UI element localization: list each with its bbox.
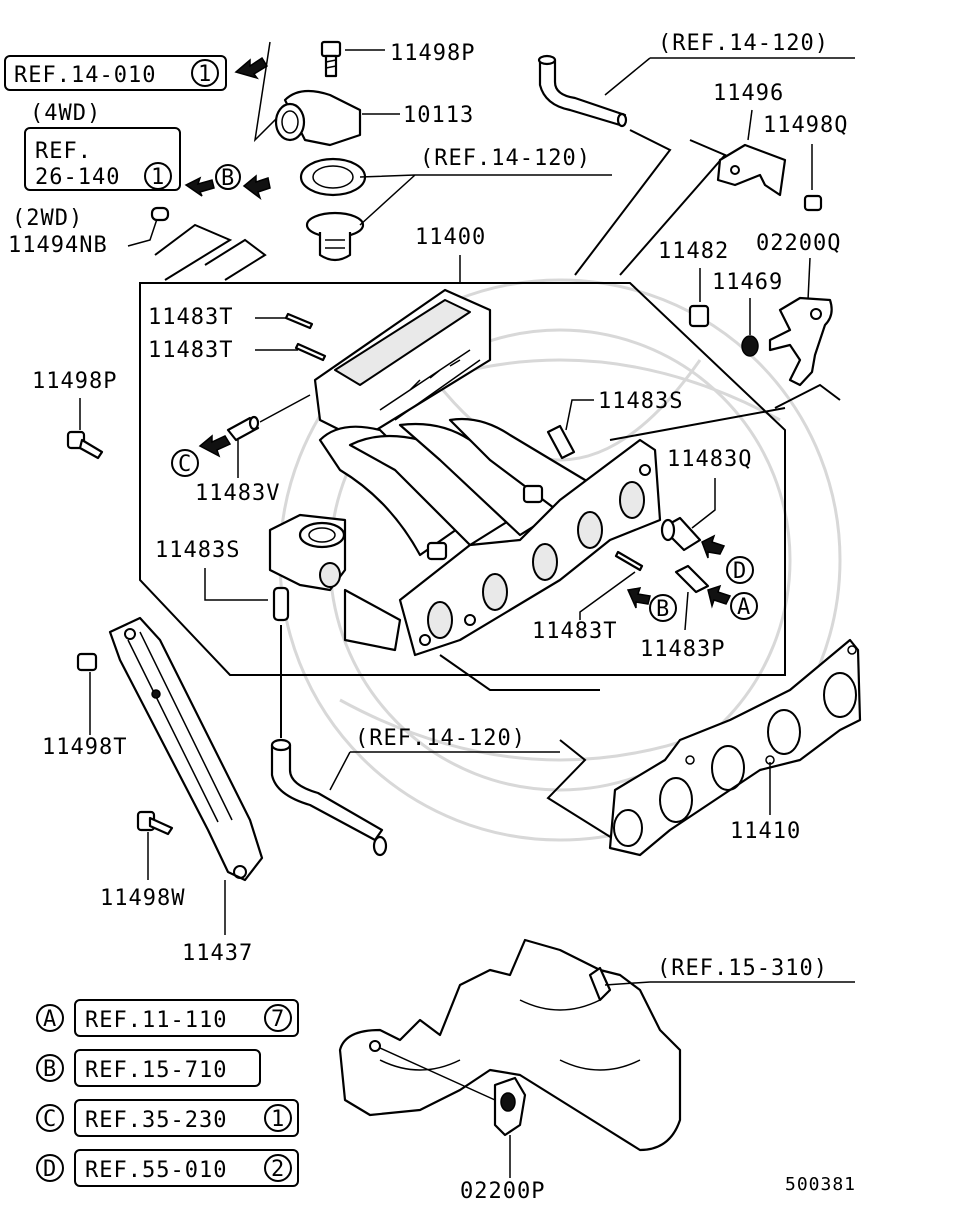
ref-box-14-010[interactable]: REF.14-010 1 [4, 55, 227, 91]
callout-11400: 11400 [415, 225, 486, 250]
bracket-02200Q [768, 296, 833, 387]
svg-text:26-140: 26-140 [35, 165, 120, 190]
marker-c: C [171, 449, 199, 477]
svg-text:C: C [178, 452, 192, 477]
bolt-11498T [76, 652, 98, 672]
svg-text:D: D [733, 559, 747, 584]
callout-02200Q: 02200Q [756, 231, 841, 256]
svg-text:2: 2 [271, 1157, 285, 1182]
diagram-code: 500381 [785, 1174, 856, 1195]
svg-text:7: 7 [271, 1007, 285, 1032]
svg-text:A: A [737, 595, 751, 620]
svg-text:C: C [43, 1107, 57, 1132]
marker-b-top: B [215, 164, 241, 191]
callout-11496: 11496 [713, 81, 784, 106]
svg-text:D: D [43, 1157, 57, 1182]
exhaust-manifold [338, 938, 682, 1152]
callout-11437: 11437 [182, 941, 253, 966]
callout-11483S-a: 11483S [598, 389, 683, 414]
svg-text:1: 1 [151, 165, 165, 190]
bolt-11498Q [803, 194, 823, 212]
callout-ref-15-310: (REF.15-310) [657, 956, 828, 981]
svg-text:A: A [43, 1007, 57, 1032]
legend-row-b[interactable]: B REF.15-710 [36, 1049, 261, 1087]
callout-02200P: 02200P [460, 1179, 545, 1204]
pipe-11483P [674, 564, 710, 594]
water-hose-top [537, 54, 628, 128]
bolt-11498W [136, 810, 174, 836]
marker-a: A [730, 592, 758, 620]
svg-text:REF.35-230: REF.35-230 [85, 1108, 227, 1133]
svg-text:REF.15-710: REF.15-710 [85, 1058, 227, 1083]
callout-11483Q: 11483Q [667, 447, 752, 472]
callout-11483V: 11483V [195, 481, 280, 506]
ref-box-26-140[interactable]: REF. 26-140 1 [24, 127, 181, 191]
pipe-11483Q [660, 516, 702, 552]
washer-11469 [741, 335, 759, 357]
bolt-11498P-top [320, 40, 342, 78]
pipe-11483S-b [272, 586, 290, 622]
water-outlet-10113 [274, 89, 362, 147]
callout-11483S-b: 11483S [155, 538, 240, 563]
callout-11483T-a: 11483T [148, 305, 233, 330]
arrow-icon [234, 56, 269, 80]
svg-text:B: B [221, 166, 235, 191]
marker-b-mid: B [649, 594, 677, 622]
callout-11469: 11469 [712, 270, 783, 295]
callout-ref-14-120-top: (REF.14-120) [658, 31, 829, 56]
legend-row-d[interactable]: D REF.55-010 2 [36, 1149, 299, 1187]
callout-11494NB: 11494NB [8, 233, 108, 258]
gasket-thermostat [299, 157, 367, 197]
arrow-icon [184, 176, 215, 197]
callout-11483P: 11483P [640, 637, 725, 662]
svg-text:B: B [656, 597, 670, 622]
label-4wd: (4WD) [30, 101, 101, 126]
svg-text:B: B [43, 1057, 57, 1082]
thermostat [305, 211, 365, 262]
svg-text:REF.14-010: REF.14-010 [14, 63, 156, 88]
callout-11498P-left: 11498P [32, 369, 117, 394]
marker-d: D [726, 556, 754, 584]
legend-row-a[interactable]: A REF.11-110 7 [36, 999, 299, 1037]
callout-11410: 11410 [730, 819, 801, 844]
water-hose-lower [270, 738, 388, 857]
callout-11483T-c: 11483T [532, 619, 617, 644]
svg-text:REF.55-010: REF.55-010 [85, 1158, 227, 1183]
callout-ref-14-120-thermo: (REF.14-120) [420, 146, 591, 171]
bracket-11496 [716, 143, 787, 197]
callout-11498W: 11498W [100, 886, 185, 911]
pipe-11483V [226, 415, 260, 442]
callout-10113: 10113 [403, 103, 474, 128]
callout-11482: 11482 [658, 239, 729, 264]
bolt-11498P-left [66, 430, 104, 460]
svg-text:1: 1 [271, 1107, 285, 1132]
nut-11482 [688, 304, 710, 328]
intake-manifold-11400 [268, 288, 662, 657]
callout-ref-14-120-lower: (REF.14-120) [355, 726, 526, 751]
callout-11483T-b: 11483T [148, 338, 233, 363]
label-2wd: (2WD) [12, 206, 83, 231]
pipe-11483S-a [546, 424, 576, 460]
svg-text:REF.11-110: REF.11-110 [85, 1008, 227, 1033]
gasket-11410 [608, 638, 862, 857]
callout-11498Q: 11498Q [763, 113, 848, 138]
svg-text:REF.: REF. [35, 139, 92, 164]
callout-11498T: 11498T [42, 735, 127, 760]
group-outline-11400 [139, 282, 786, 676]
legend-row-c[interactable]: C REF.35-230 1 [36, 1099, 299, 1137]
svg-text:1: 1 [198, 62, 212, 87]
bracket-02200P [493, 1076, 527, 1137]
stay-11437 [108, 616, 264, 882]
callout-11498P-top: 11498P [390, 41, 475, 66]
